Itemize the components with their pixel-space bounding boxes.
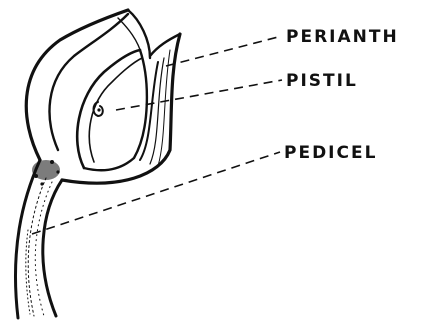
pistil-label: PISTIL [286,71,358,91]
pedicel-drawing [15,160,62,318]
perianth-label: PERIANTH [286,27,399,47]
pistil-leader-line [116,80,282,110]
perianth-drawing [26,10,180,183]
receptacle-stipple [32,160,60,186]
perianth-leader-line [166,36,282,66]
pedicel-label: PEDICEL [284,143,377,163]
pistil-drawing [77,50,147,170]
pedicel-leader-line [32,152,280,234]
